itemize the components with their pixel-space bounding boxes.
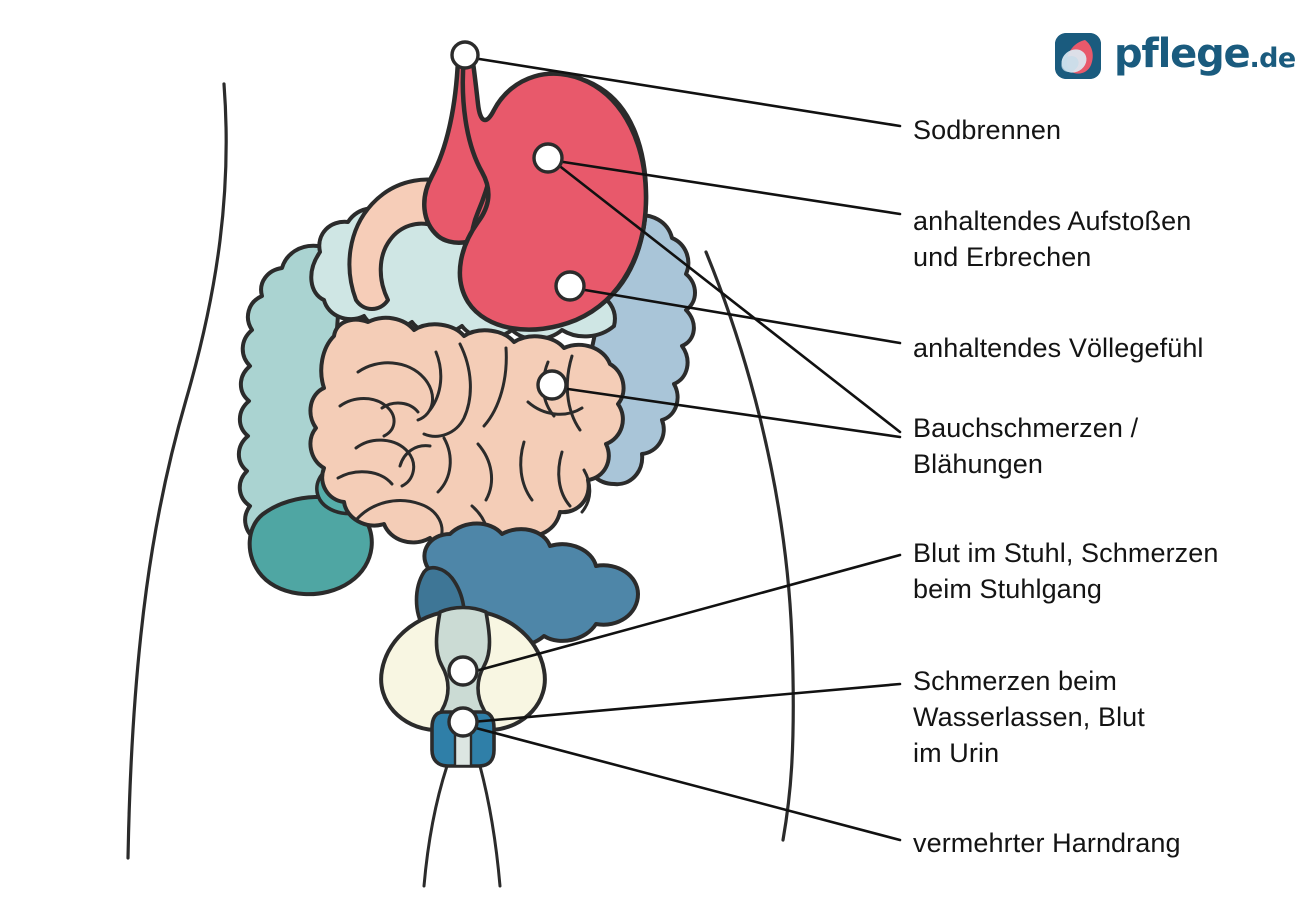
leader-line-fullness	[577, 287, 902, 345]
leader-line-stool	[470, 553, 902, 674]
callout-label-urine-line3: im Urin	[913, 738, 1000, 768]
marker-dot-stomach	[532, 142, 564, 174]
callout-label-pain-line2: Blähungen	[913, 449, 1044, 479]
leader-line-pain-lower	[559, 386, 902, 439]
callout-label-belching: anhaltendes Aufstoßen und Erbrechen	[913, 203, 1191, 275]
leader-line-belching	[555, 159, 902, 216]
leg-outline-left	[422, 764, 449, 888]
small-intestine-coils	[336, 342, 592, 554]
marker-dot-esophagus	[450, 40, 480, 70]
callout-label-urine-line1: Schmerzen beim	[913, 666, 1117, 696]
small-intestine	[308, 315, 626, 554]
leader-line-pain-upper	[555, 162, 902, 434]
body-outline-right	[704, 250, 795, 842]
brand-logo[interactable]: pflege.de	[1055, 33, 1296, 79]
marker-dots-group	[447, 40, 586, 738]
leader-line-heartburn	[471, 56, 902, 128]
pflege-logo-icon	[1055, 33, 1101, 79]
groin-outline-group	[422, 764, 502, 888]
marker-dot-transverse-colon	[554, 270, 586, 302]
leg-outline-right	[478, 764, 502, 888]
body-outline-group	[126, 82, 795, 860]
callout-label-fullness: anhaltendes Völlegefühl	[913, 333, 1204, 363]
callout-label-belching-line1: anhaltendes Aufstoßen	[913, 206, 1192, 236]
callout-label-heartburn: Sodbrennen	[913, 115, 1062, 145]
callout-label-pain-line1: Bauchschmerzen /	[913, 413, 1139, 443]
marker-dot-small-intestine	[536, 369, 568, 401]
leader-line-urge	[470, 725, 902, 842]
callout-label-abdominal-pain: Bauchschmerzen / Blähungen	[913, 410, 1138, 482]
brand-tld: .de	[1249, 42, 1296, 74]
marker-dot-rectum	[447, 655, 479, 687]
brand-name: pflege	[1114, 30, 1251, 77]
body-outline-left	[126, 82, 228, 860]
callout-label-blood-in-stool: Blut im Stuhl, Schmerzen beim Stuhlgang	[913, 535, 1219, 607]
callout-label-belching-line2: und Erbrechen	[913, 242, 1092, 272]
stomach-body	[457, 47, 649, 332]
brand-wordmark: pflege.de	[1114, 34, 1296, 79]
callout-label-stool-line1: Blut im Stuhl, Schmerzen	[913, 538, 1219, 568]
callout-label-stool-line2: beim Stuhlgang	[913, 574, 1103, 604]
callout-label-increased-urge: vermehrter Harndrang	[913, 828, 1181, 858]
marker-dot-urethra	[447, 706, 479, 738]
leader-lines-group	[470, 56, 902, 842]
leader-line-urine	[470, 682, 902, 724]
callout-label-urine-line2: Wasserlassen, Blut	[913, 702, 1145, 732]
